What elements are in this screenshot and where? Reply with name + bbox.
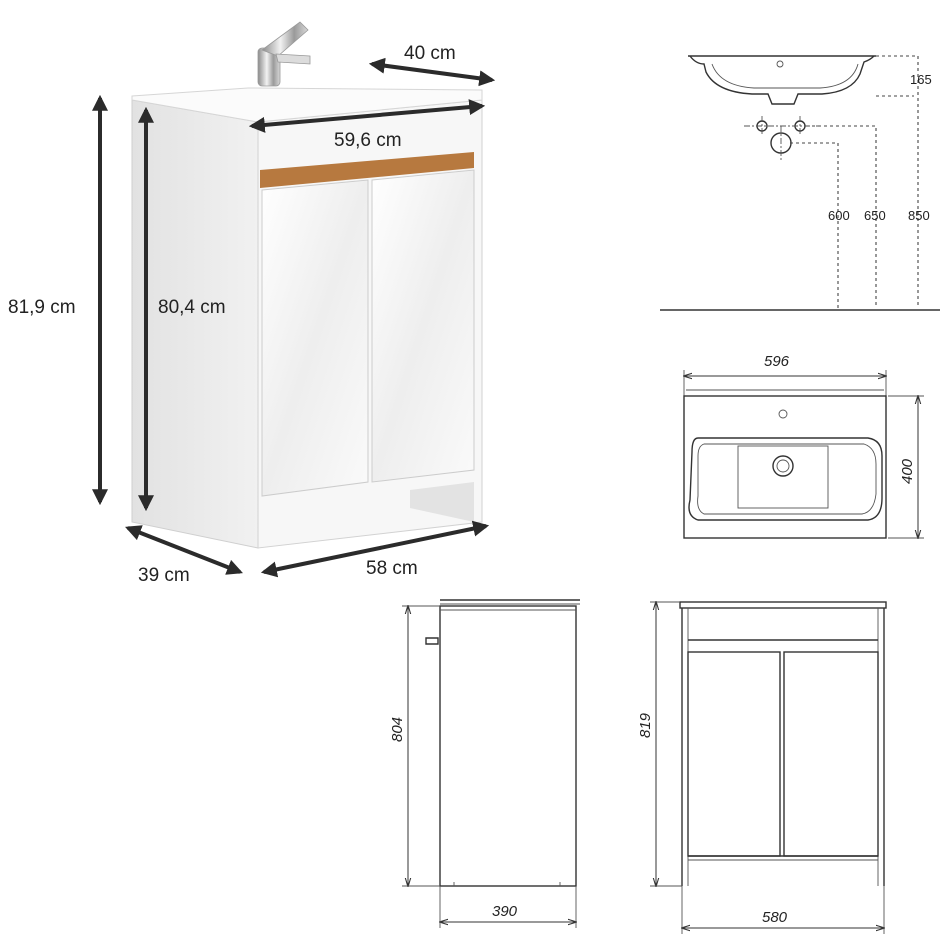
width-top-arrow [248, 99, 486, 133]
photo-dimension-labels: 40 cm 59,6 cm 81,9 cm 80,4 cm 39 cm 58 c… [8, 43, 456, 586]
side-view-drawing: 804 390 [389, 599, 580, 928]
width-base-arrow [260, 520, 490, 578]
height-cabinet-label: 80,4 cm [158, 297, 226, 318]
cabinet-side-panel [131, 99, 259, 549]
photo-dimension-arrows [92, 57, 496, 578]
depth-base-label: 39 cm [138, 565, 190, 586]
side-view-height-label: 804 [389, 717, 406, 742]
front-view-drawing: 819 580 [637, 602, 887, 934]
top-height-850-label: 850 [908, 208, 930, 223]
wood-strip [260, 152, 474, 188]
depth-top-label: 40 cm [404, 43, 456, 64]
base-cutout [410, 482, 474, 522]
front-view-height-label: 819 [637, 712, 654, 738]
left-door [261, 179, 369, 497]
sink-section-drawing: 165 600 650 850 [660, 55, 940, 311]
width-base-label: 58 cm [366, 558, 418, 579]
faucet [257, 21, 311, 87]
right-door [371, 169, 475, 483]
rim-height-label: 165 [910, 72, 932, 87]
pipe-height-600-label: 600 [828, 208, 850, 223]
height-total-label: 81,9 cm [8, 297, 76, 318]
pipe-height-650-label: 650 [864, 208, 886, 223]
side-view-depth-label: 390 [492, 903, 518, 920]
width-top-label: 59,6 cm [334, 130, 402, 151]
depth-base-arrow [125, 525, 243, 575]
vanity-cabinet-illustration [131, 21, 483, 549]
top-view-drawing: 596 400 [684, 353, 924, 538]
depth-top-arrow [368, 57, 496, 87]
front-view-width-label: 580 [762, 909, 788, 926]
top-view-width-label: 596 [764, 353, 790, 370]
top-view-depth-label: 400 [899, 458, 916, 484]
